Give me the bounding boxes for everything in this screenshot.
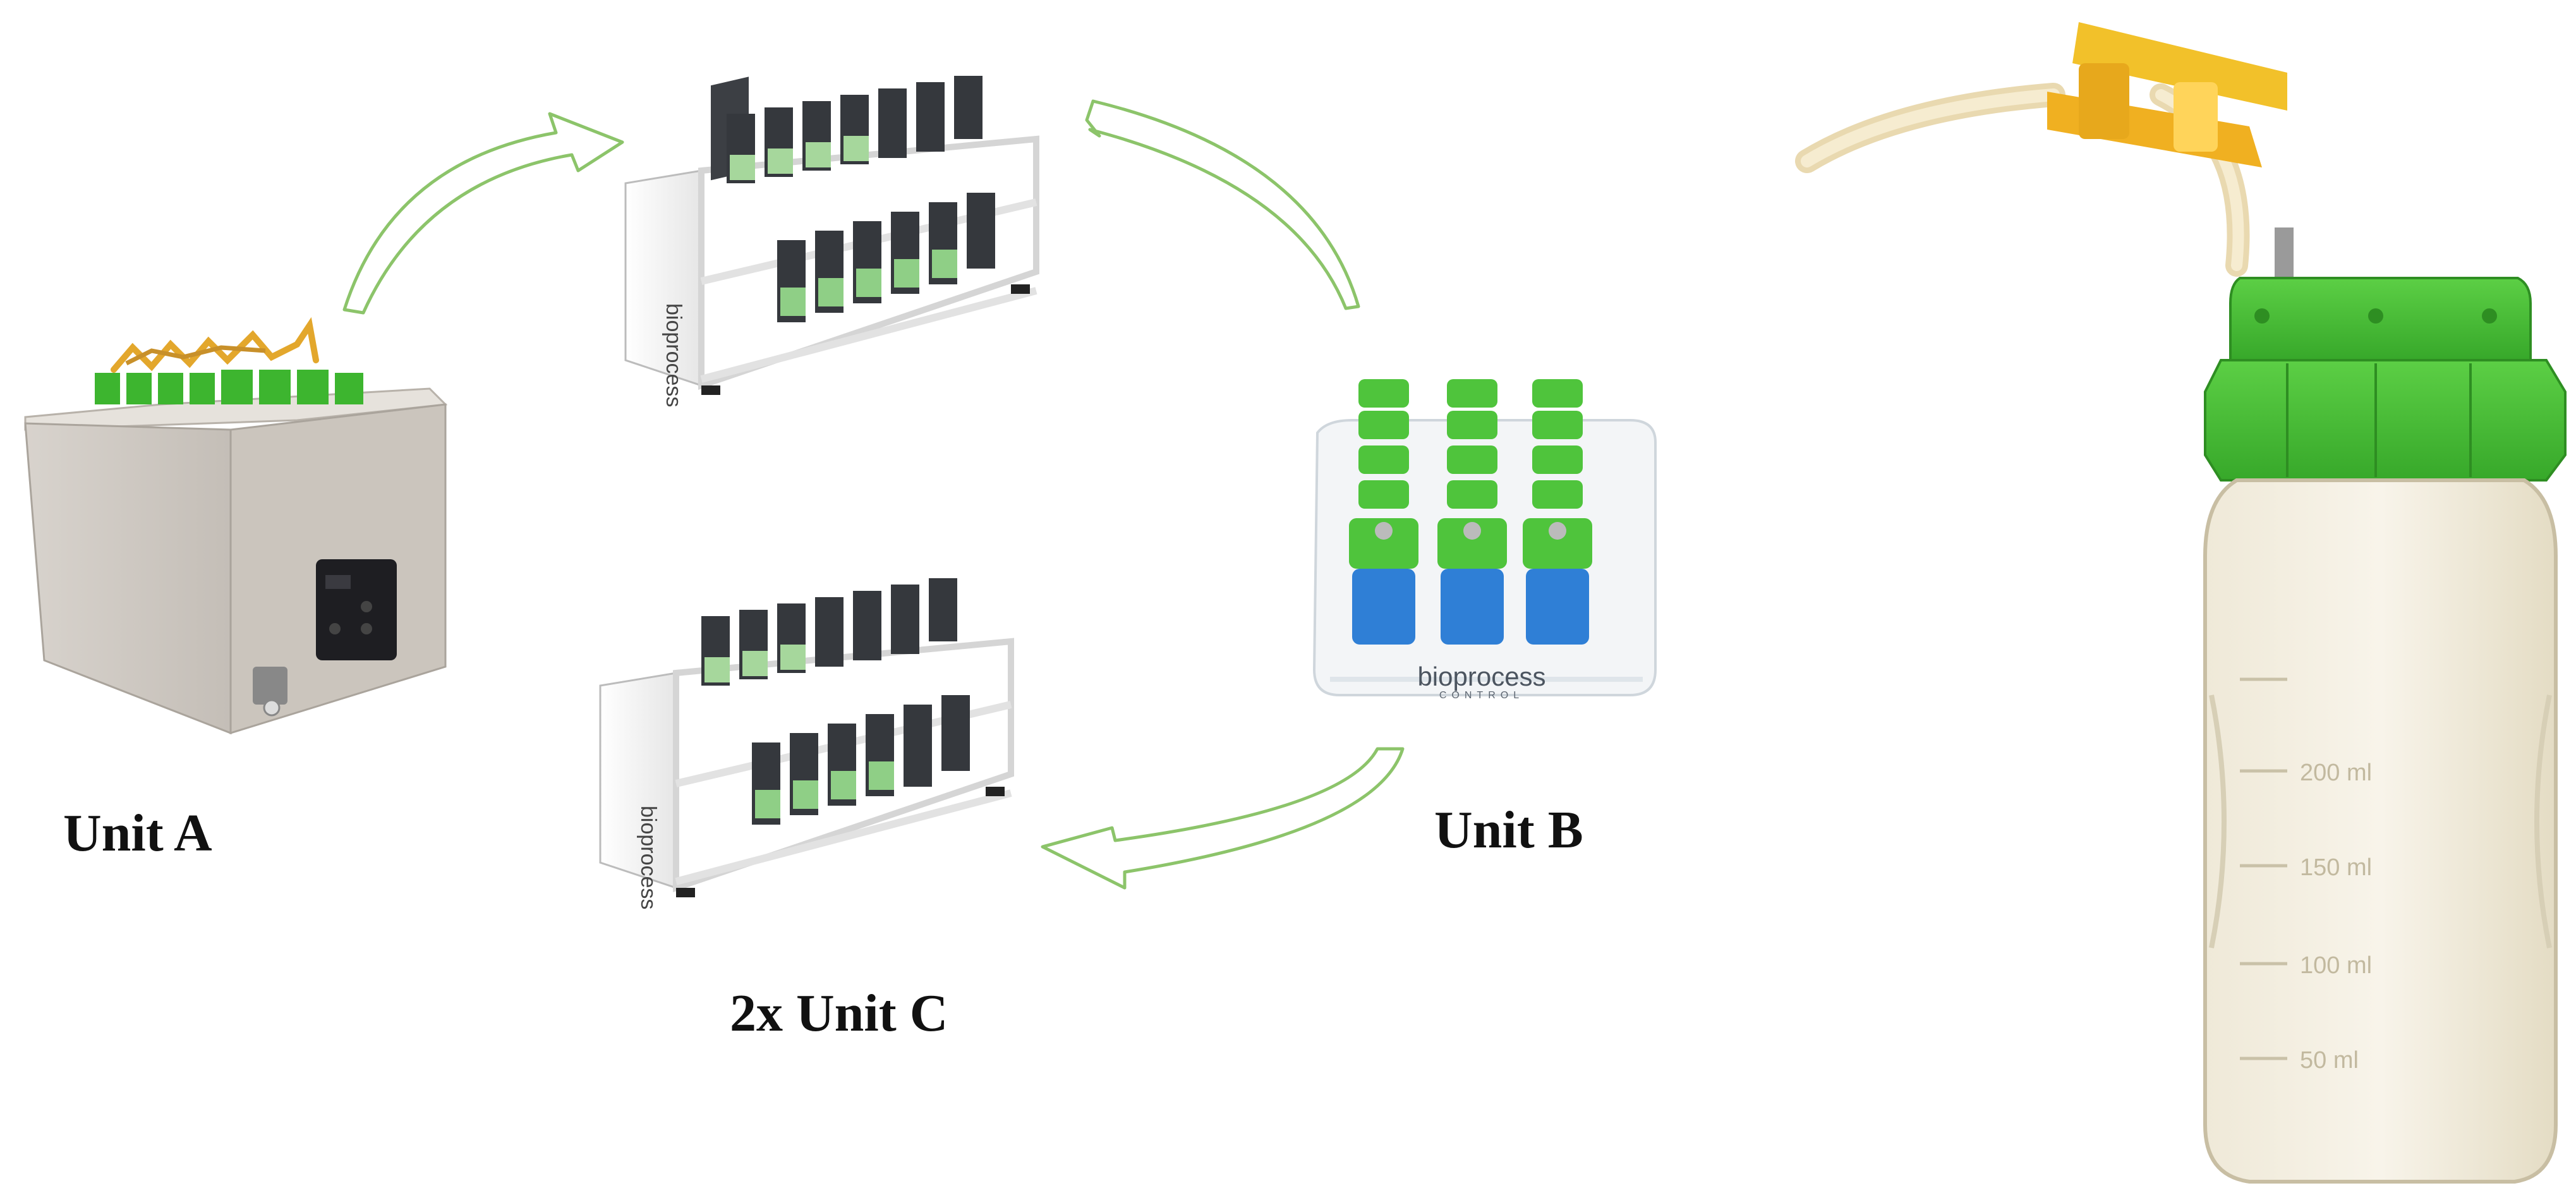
unit-a-bottles: [95, 317, 363, 404]
unit-c-bottom-brand: bioprocess: [636, 806, 660, 909]
sample-bottle: 200 ml 150 ml 100 ml 50 ml: [1795, 22, 2567, 1184]
arrow-a-to-c-top: [342, 112, 624, 315]
flow-arrows: [342, 99, 1405, 890]
unit-b-brand: bioprocess: [1417, 662, 1545, 691]
graduation-150: 150 ml: [2300, 854, 2372, 881]
unit-b-bottles: [1349, 379, 1592, 645]
label-unit-b: Unit B: [1434, 801, 1583, 859]
unit-c-top-brand: bioprocess: [662, 303, 686, 407]
unit-b-tray: bioprocess CONTROL: [1312, 379, 1657, 701]
unit-a-bath: [24, 317, 448, 735]
label-unit-c: 2x Unit C: [730, 984, 948, 1043]
label-unit-a: Unit A: [63, 804, 212, 863]
unit-c-bottom-lower-vials: [752, 695, 970, 825]
bottle-graduations: [2240, 677, 2287, 1060]
unit-c-rack-bottom: bioprocess: [599, 578, 1014, 909]
unit-c-bottom-upper-vials: [701, 578, 957, 686]
graduation-100: 100 ml: [2300, 952, 2372, 979]
unit-c-top-upper-vials: [727, 76, 983, 183]
arrow-b-to-c-bottom: [1041, 747, 1405, 890]
unit-c-rack-top: bioprocess: [624, 76, 1039, 407]
unit-b-brand-sub: CONTROL: [1439, 690, 1524, 701]
unit-c-top-lower-vials: [777, 193, 995, 322]
tube-clamp: [2047, 22, 2287, 167]
graduation-50: 50 ml: [2300, 1047, 2359, 1074]
graduation-200: 200 ml: [2300, 760, 2372, 786]
arrow-c-top-to-b: [1085, 99, 1360, 310]
